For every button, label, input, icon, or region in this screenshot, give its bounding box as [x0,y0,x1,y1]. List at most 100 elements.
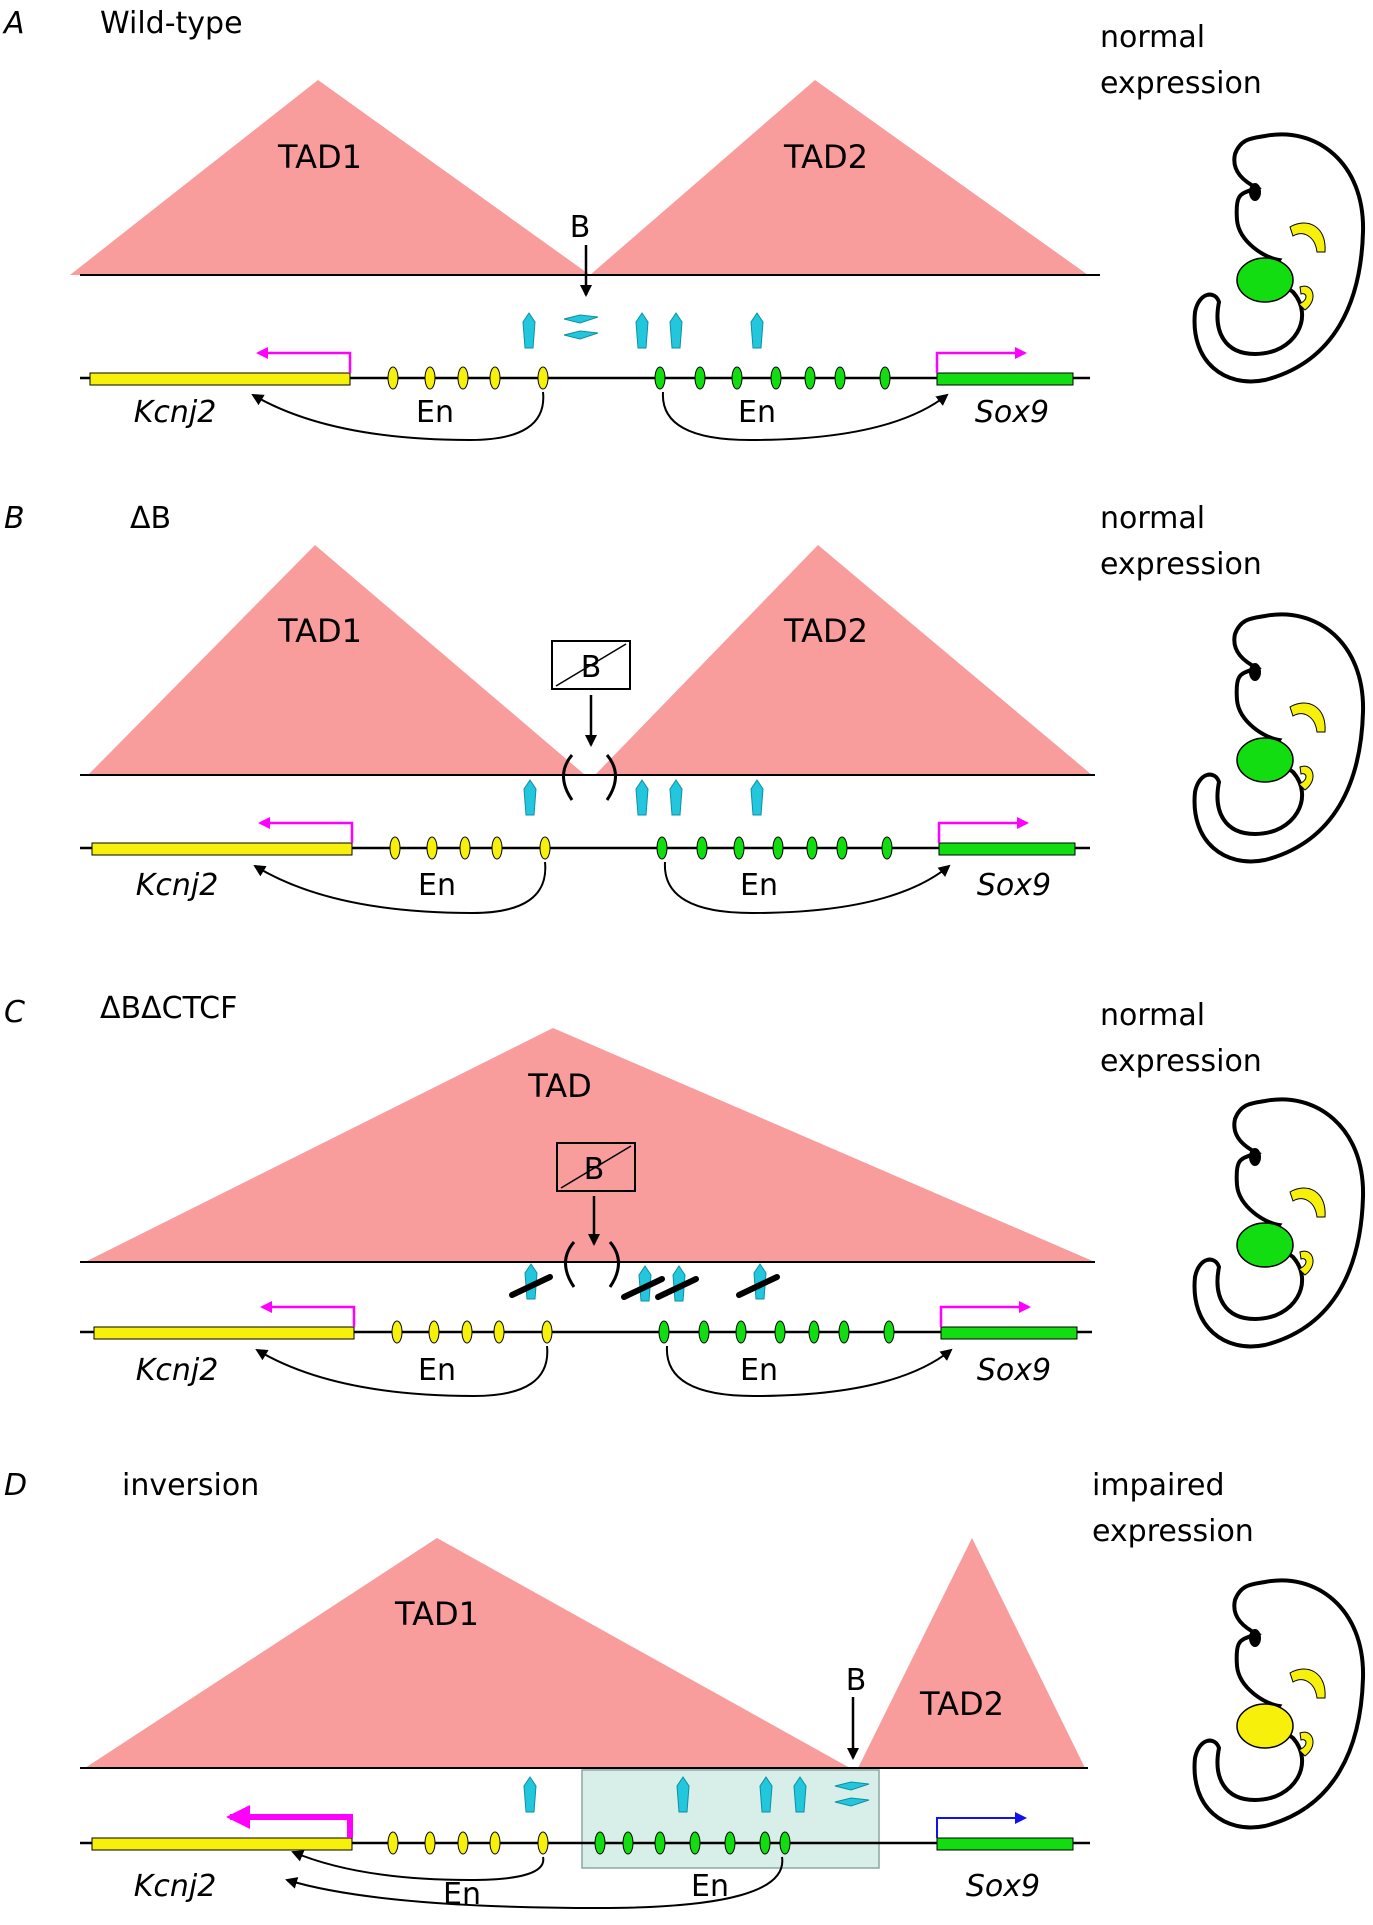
embryo-icon [1192,132,1366,384]
enhancer [426,836,438,860]
ctcf-site [669,779,683,816]
tad1-triangle [88,545,585,775]
panel-a: A Wild-type TAD1 TAD2 B [2,6,1366,442]
tad1-label: TAD1 [394,1595,479,1633]
tad2-triangle [858,1538,1085,1768]
enhancer [883,1320,895,1344]
tad-label: TAD [527,1067,592,1105]
kcnj2-promoter-arrow [226,1805,353,1838]
enhancer [387,366,399,390]
sox9-gene [938,842,1076,856]
deletion-mark [621,1276,665,1300]
enhancer-label: En [443,1877,481,1912]
enhancer [879,366,891,390]
outcome-line1: impaired [1092,1468,1225,1503]
kcnj2-gene [91,1837,353,1851]
ctcf-site [523,779,537,816]
enhancer [838,1320,850,1344]
kcnj2-promoter-arrow [256,347,352,373]
embryo-icon [1192,1578,1366,1830]
limb-expression-domain [1236,1703,1294,1749]
enhancer-contact-left [251,391,545,442]
enhancers-green [658,1320,895,1344]
ctcf-site [676,1776,690,1813]
enhancer [689,1831,701,1855]
enhancer [724,1831,736,1855]
enhancer [489,1831,501,1855]
gene-label-sox9: Sox9 [977,868,1051,903]
enhancer-label: En [738,395,776,430]
tad2-label: TAD2 [783,138,868,176]
enhancer [836,836,848,860]
enhancer [457,366,469,390]
enhancer [698,1320,710,1344]
forelimb-bud [1289,702,1326,733]
kcnj2-gene [89,372,351,386]
limb-expression-domain [1236,737,1294,783]
tad1-label: TAD1 [277,138,362,176]
enhancer-label: En [418,1353,456,1388]
enhancer [491,836,503,860]
enhancers-green [654,366,891,390]
enhancer [772,836,784,860]
ctcf-site [522,312,536,349]
outcome-line2: expression [1100,66,1262,101]
forelimb-bud [1289,1668,1326,1699]
ctcf-sites [522,312,764,349]
ctcf-site [635,779,649,816]
ctcf-sites [523,1776,870,1813]
ctcf-site [672,1265,686,1302]
enhancer-label: En [418,868,456,903]
outcome-line1: normal [1100,20,1205,55]
enhancers-yellow [391,1320,553,1344]
enhancer-contact-right [663,861,951,915]
gene-label-kcnj2: Kcnj2 [136,868,219,903]
gene-label-sox9: Sox9 [977,1353,1051,1388]
enhancer [387,1831,399,1855]
tad2-label: TAD2 [919,1685,1004,1723]
embryo-outline [1192,132,1366,384]
hindlimb-bud [1298,765,1314,791]
enhancer [424,366,436,390]
embryo-outline [1192,612,1366,864]
enhancer [622,1831,634,1855]
enhancer [389,836,401,860]
enhancer [770,366,782,390]
deletion-bracket-right [608,1241,620,1288]
tad1-triangle [85,1538,850,1768]
ctcf-site [753,1263,767,1300]
deletion-bracket-right [605,754,617,801]
ctcf-sites [523,779,764,816]
kcnj2-promoter-arrow [260,1301,356,1327]
enhancer [881,836,893,860]
enhancer [731,366,743,390]
sox9-promoter-arrow [936,1812,1027,1838]
enhancers-green [656,836,893,860]
sox9-gene [940,1326,1078,1340]
enhancer [541,1320,553,1344]
enhancers-yellow [387,1831,549,1855]
enhancer [537,366,549,390]
enhancer-contact-left [291,1850,545,1882]
ctcf-sites [524,1263,767,1302]
embryo-eye [1249,663,1261,681]
embryo-eye [1249,1629,1261,1647]
panel-title: ΔBΔCTCF [100,991,237,1026]
panel-d: D inversion TAD1 TAD2 B [4,1468,1366,1912]
enhancer [806,836,818,860]
tad2-label: TAD2 [783,612,868,650]
enhancer [594,1831,606,1855]
ctcf-site [563,330,599,340]
ctcf-site [669,312,683,349]
gene-label-sox9: Sox9 [966,1869,1040,1904]
enhancer [779,1831,791,1855]
panel-letter: B [4,501,25,536]
deletion-slash [555,643,627,687]
enhancer [658,1320,670,1344]
tad1-triangle [70,80,590,275]
enhancer-contact-left [255,1345,549,1398]
ctcf-deletion-marks [509,1274,780,1300]
ctcf-site [834,1781,870,1791]
tad1-label: TAD1 [277,612,362,650]
